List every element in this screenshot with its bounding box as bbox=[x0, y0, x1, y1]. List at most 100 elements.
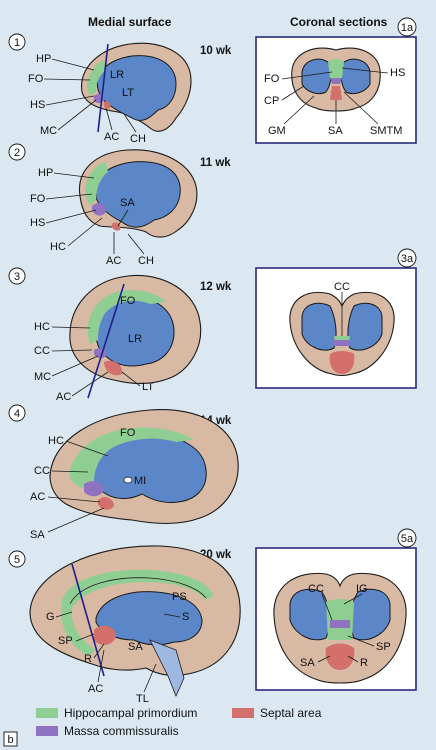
stage-2-label-ch: CH bbox=[138, 255, 154, 267]
section-1a-massa bbox=[330, 78, 342, 84]
section-1a-label-sa: SA bbox=[328, 125, 343, 137]
stage-3-septal bbox=[104, 360, 123, 376]
section-5a-number: 5a bbox=[401, 533, 414, 545]
stage-2-ventricle bbox=[95, 161, 181, 228]
stage-2-label-hp: HP bbox=[38, 167, 53, 179]
stage-2-label-ac: AC bbox=[106, 255, 121, 267]
section-1a-label-gm: GM bbox=[268, 125, 286, 137]
section-5a-septal bbox=[325, 643, 355, 670]
section-1a: 1a FO HS CP GM SA SMTM bbox=[255, 17, 417, 144]
stage-3-badge bbox=[8, 267, 26, 285]
stage-2-week: 11 wk bbox=[200, 157, 231, 169]
stage-1-label-hs: HS bbox=[30, 99, 45, 111]
medial-surface-header: Medial surface bbox=[88, 15, 172, 29]
stage-2-septal bbox=[111, 222, 121, 231]
section-5a-label-sa: SA bbox=[300, 657, 315, 669]
stage-5-badge bbox=[8, 550, 26, 568]
stage-3-label-hc: HC bbox=[34, 321, 50, 333]
stage-4-label-fo: FO bbox=[120, 427, 136, 439]
section-5a-label-ig: IG bbox=[356, 583, 368, 595]
section-1a-septal bbox=[330, 86, 342, 100]
stage-2-hippocampal bbox=[85, 162, 108, 206]
stage-5-number: 5 bbox=[14, 554, 20, 566]
stage-1-label-fo: FO bbox=[28, 73, 44, 85]
stage-4-number: 4 bbox=[14, 408, 20, 420]
section-5a-label-cc: CC bbox=[308, 583, 324, 595]
section-3a-right-ventricle bbox=[347, 302, 383, 351]
section-5a-hippocampal bbox=[326, 599, 354, 640]
section-3a: 3a CC bbox=[255, 248, 417, 389]
stage-2: 2 11 wk HP FO HS HC SA AC CH bbox=[8, 143, 231, 267]
legend: Hippocampal primordium Septal area Massa… bbox=[36, 706, 322, 738]
section-5a-massa bbox=[330, 620, 350, 628]
stage-1-hippocampal bbox=[86, 60, 106, 96]
stage-4-label-sa: SA bbox=[30, 529, 45, 541]
stage-5-label-s: S bbox=[182, 611, 189, 623]
stage-5-label-r: R bbox=[84, 653, 92, 665]
section-3a-septal bbox=[329, 351, 355, 374]
stage-4-septal bbox=[98, 497, 114, 510]
stage-1-septal bbox=[103, 101, 111, 109]
section-3a-number: 3a bbox=[401, 253, 414, 265]
section-1a-label-hs: HS bbox=[390, 67, 405, 79]
legend-swatch-hippocampal bbox=[36, 708, 58, 718]
section-1a-label-smtm: SMTM bbox=[370, 125, 402, 137]
stage-1-label-hp: HP bbox=[36, 53, 51, 65]
stage-2-label-sa: SA bbox=[120, 197, 135, 209]
stage-5-label-sp: SP bbox=[58, 635, 73, 647]
stage-4-label-cc: CC bbox=[34, 465, 50, 477]
legend-label-septal: Septal area bbox=[260, 706, 322, 720]
section-1a-badge bbox=[397, 17, 417, 37]
section-3a-label-cc: CC bbox=[334, 281, 350, 293]
section-5a-label-sp: SP bbox=[376, 641, 391, 653]
stage-5-ventricle bbox=[95, 591, 203, 646]
stage-5-hippocampal bbox=[61, 569, 215, 656]
stage-1-label-ch: CH bbox=[130, 133, 146, 145]
stage-4-massa bbox=[84, 481, 104, 497]
panel-letter: b bbox=[7, 734, 13, 746]
stage-5: 5 20 wk PS G S SP SA R AC TL bbox=[8, 545, 241, 705]
section-1a-label-fo: FO bbox=[264, 73, 280, 85]
stage-5-temporal-lobe-ventricle bbox=[149, 639, 185, 698]
stage-5-label-ps: PS bbox=[172, 591, 187, 603]
legend-label-massa: Massa commissuralis bbox=[64, 724, 179, 738]
section-3a-left-ventricle bbox=[301, 302, 337, 351]
section-1a-left-ventricle bbox=[301, 58, 332, 95]
stage-1-cut-line bbox=[97, 43, 109, 133]
stage-2-number: 2 bbox=[14, 147, 20, 159]
stage-3-cut-line bbox=[87, 283, 125, 399]
section-1a-number: 1a bbox=[401, 22, 414, 34]
section-5a-label-r: R bbox=[360, 657, 368, 669]
coronal-sections-header: Coronal sections bbox=[290, 15, 388, 29]
stage-2-label-hc: HC bbox=[50, 241, 66, 253]
section-1a-label-cp: CP bbox=[264, 95, 279, 107]
legend-swatch-septal bbox=[232, 708, 254, 718]
stage-3-label-cc: CC bbox=[34, 345, 50, 357]
stage-4-hippocampal bbox=[69, 427, 194, 488]
stage-5-septal bbox=[94, 625, 116, 645]
stage-1-label-mc: MC bbox=[40, 125, 57, 137]
stage-1-week: 10 wk bbox=[200, 45, 232, 57]
stage-1-label-ac: AC bbox=[104, 131, 119, 143]
panel-letter-box bbox=[3, 731, 18, 747]
stage-5-label-sa: SA bbox=[128, 641, 143, 653]
stage-4: 4 14 wk HC FO CC MI AC SA bbox=[8, 404, 239, 541]
stage-3-hippocampal bbox=[87, 290, 166, 344]
stage-3: 3 12 wk FO HC CC LR MC AC LT bbox=[8, 267, 232, 403]
stage-3-label-lr: LR bbox=[128, 333, 142, 345]
section-5a: 5a CC IG SP SA R bbox=[255, 528, 417, 691]
stage-2-label-fo: FO bbox=[30, 193, 46, 205]
stage-4-mi-marker bbox=[123, 476, 133, 484]
stage-2-badge bbox=[8, 143, 26, 161]
section-1a-hippocampal bbox=[328, 59, 344, 78]
stage-2-label-hs: HS bbox=[30, 217, 45, 229]
legend-swatch-massa bbox=[36, 726, 58, 736]
stage-5-cut-line bbox=[71, 563, 105, 677]
stage-4-label-mi: MI bbox=[134, 475, 146, 487]
stage-4-badge bbox=[8, 404, 26, 422]
stage-3-label-mc: MC bbox=[34, 371, 51, 383]
stage-1: 1 10 wk HP FO HS MC LR LT AC CH bbox=[8, 33, 232, 145]
stage-4-label-ac: AC bbox=[30, 491, 45, 503]
stage-3-label-fo: FO bbox=[120, 295, 136, 307]
